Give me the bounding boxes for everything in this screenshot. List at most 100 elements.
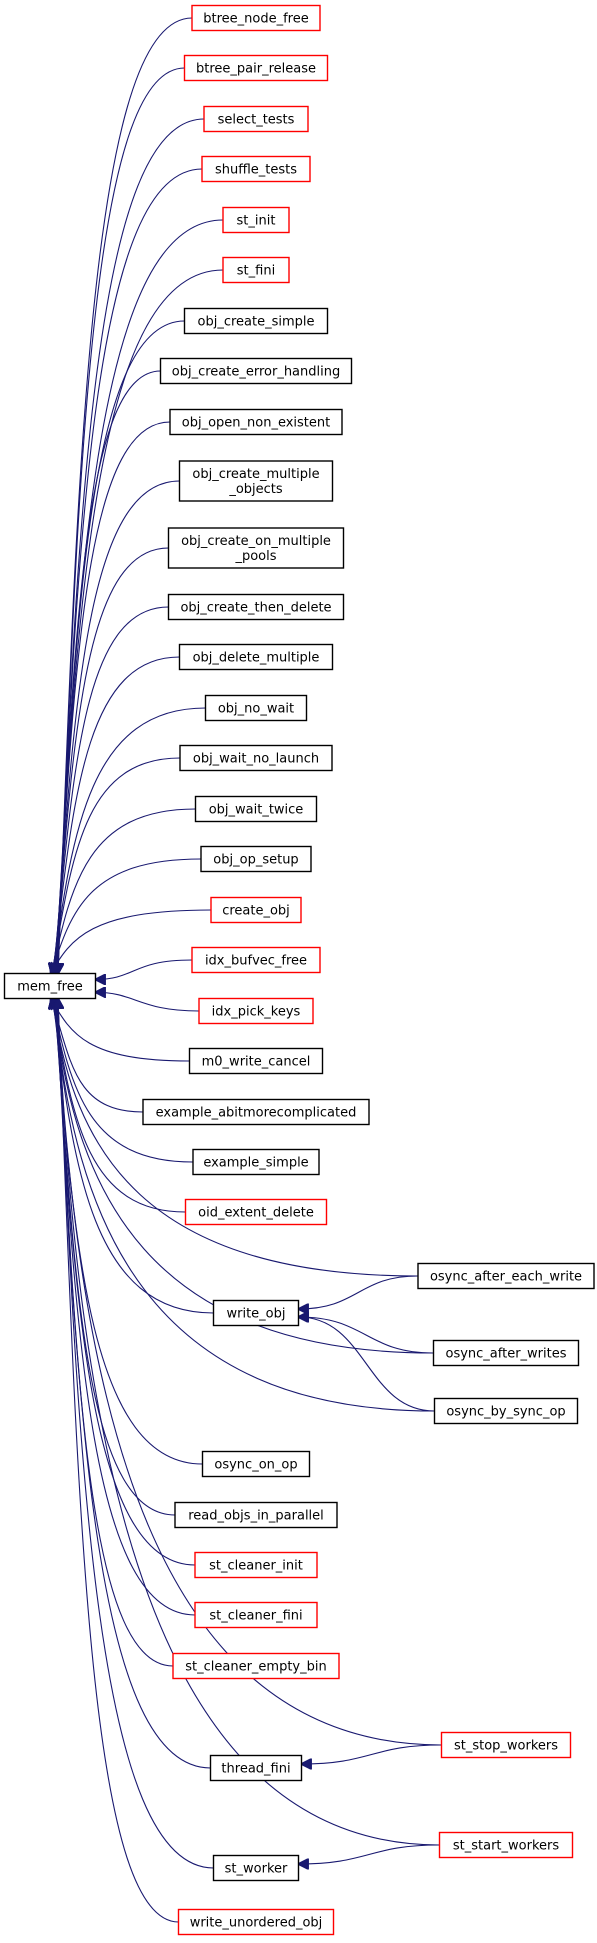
node-box-st_fini [222,256,290,284]
edge-idx_pick_keys-to-mem_free [96,992,200,1012]
node-box-obj_wait_twice [194,795,318,823]
node-st_start_workers[interactable]: st_start_workers [438,1831,574,1859]
node-label-obj_create_then_delete: obj_create_then_delete [180,601,331,616]
edge-btree_pair_release-to-mem_free [58,67,185,974]
node-box-btree_node_free [191,4,321,32]
node-box-obj_create_on_multiple_pools [167,527,345,569]
node-st_init[interactable]: st_init [222,206,290,234]
node-label-obj_create_on_multiple_pools: obj_create_on_multiple [181,534,331,549]
node-st_fini[interactable]: st_fini [222,256,290,284]
node-obj_op_setup[interactable]: obj_op_setup [200,845,312,873]
node-label-osync_by_sync_op: osync_by_sync_op [446,1405,565,1420]
node-label-st_cleaner_empty_bin: st_cleaner_empty_bin [185,1660,326,1675]
node-label-btree_pair_release: btree_pair_release [196,62,316,77]
edge-obj_no_wait-to-mem_free [52,707,206,974]
node-st_worker[interactable]: st_worker [212,1854,300,1882]
edge-create_obj-to-mem_free [51,909,212,974]
node-example_simple[interactable]: example_simple [192,1148,320,1176]
node-label-st_worker: st_worker [225,1862,288,1877]
node-label-obj_open_non_existent: obj_open_non_existent [182,416,330,431]
node-label-example_simple: example_simple [203,1156,308,1171]
node-mem_free[interactable]: mem_free [3,972,97,1000]
node-box-osync_after_writes [432,1339,580,1367]
node-btree_pair_release[interactable]: btree_pair_release [183,54,329,82]
edge-idx_bufvec_free-to-mem_free [96,959,193,980]
node-box-obj_create_multiple_objects [178,460,334,502]
node-box-obj_no_wait [204,694,308,722]
node-box-write_obj [212,1299,300,1327]
edge-obj_create_on_multiple_pools-to-mem_free [54,547,169,974]
node-label-select_tests: select_tests [218,113,295,128]
node-label-osync_on_op: osync_on_op [214,1458,297,1473]
node-label-obj_create_on_multiple_pools: _pools [234,549,276,564]
node-box-write_unordered_obj [177,1908,335,1936]
node-read_objs_in_parallel[interactable]: read_objs_in_parallel [174,1501,338,1529]
node-example_abitmorecomplicated[interactable]: example_abitmorecomplicated [142,1098,370,1126]
node-osync_on_op[interactable]: osync_on_op [201,1450,311,1478]
node-st_stop_workers[interactable]: st_stop_workers [440,1731,572,1759]
node-obj_wait_twice[interactable]: obj_wait_twice [194,795,318,823]
node-obj_create_error_handling[interactable]: obj_create_error_handling [159,357,353,385]
node-label-mem_free: mem_free [17,980,82,995]
node-obj_create_on_multiple_pools[interactable]: obj_create_on_multiple_pools [167,527,345,569]
node-box-idx_pick_keys [198,997,314,1025]
edge-osync_after_writes-to-write_obj [299,1317,434,1354]
node-osync_after_writes[interactable]: osync_after_writes [432,1339,580,1367]
node-box-obj_wait_no_launch [179,744,333,772]
node-st_cleaner_init[interactable]: st_cleaner_init [194,1551,318,1579]
node-select_tests[interactable]: select_tests [203,105,309,133]
node-box-select_tests [203,105,309,133]
node-obj_create_simple[interactable]: obj_create_simple [183,307,329,335]
node-st_cleaner_fini[interactable]: st_cleaner_fini [194,1601,318,1629]
node-box-btree_pair_release [183,54,329,82]
node-box-example_abitmorecomplicated [142,1098,370,1126]
node-write_obj[interactable]: write_obj [212,1299,300,1327]
edges [51,17,442,1923]
node-shuffle_tests[interactable]: shuffle_tests [201,155,311,183]
node-write_unordered_obj[interactable]: write_unordered_obj [177,1908,335,1936]
node-obj_create_multiple_objects[interactable]: obj_create_multiple_objects [178,460,334,502]
node-obj_no_wait[interactable]: obj_no_wait [204,694,308,722]
node-box-st_init [222,206,290,234]
node-st_cleaner_empty_bin[interactable]: st_cleaner_empty_bin [172,1652,340,1680]
node-label-shuffle_tests: shuffle_tests [215,163,297,178]
node-btree_node_free[interactable]: btree_node_free [191,4,321,32]
node-label-write_obj: write_obj [226,1307,285,1322]
node-box-obj_delete_multiple [178,643,334,671]
node-label-obj_no_wait: obj_no_wait [218,702,294,717]
node-idx_bufvec_free[interactable]: idx_bufvec_free [191,946,321,974]
edge-st_stop_workers-to-thread_fini [302,1744,442,1764]
edge-write_obj-to-mem_free [53,999,214,1314]
node-osync_by_sync_op[interactable]: osync_by_sync_op [433,1397,579,1425]
node-thread_fini[interactable]: thread_fini [209,1754,303,1782]
node-obj_wait_no_launch[interactable]: obj_wait_no_launch [179,744,333,772]
edge-osync_by_sync_op-to-mem_free [54,999,435,1412]
node-m0_write_cancel[interactable]: m0_write_cancel [188,1047,324,1075]
node-obj_create_then_delete[interactable]: obj_create_then_delete [167,593,345,621]
edge-obj_create_error_handling-to-mem_free [55,370,161,974]
node-create_obj[interactable]: create_obj [210,896,302,924]
node-osync_after_each_write[interactable]: osync_after_each_write [417,1262,595,1290]
node-obj_open_non_existent[interactable]: obj_open_non_existent [169,408,343,436]
node-label-m0_write_cancel: m0_write_cancel [202,1055,311,1070]
node-label-idx_pick_keys: idx_pick_keys [212,1005,301,1020]
edge-obj_open_non_existent-to-mem_free [55,421,171,974]
edge-st_cleaner_init-to-mem_free [55,999,196,1566]
node-box-st_cleaner_empty_bin [172,1652,340,1680]
edge-osync_after_writes-to-mem_free [53,999,434,1354]
node-box-idx_bufvec_free [191,946,321,974]
edge-st_start_workers-to-mem_free [58,999,440,1846]
edge-obj_op_setup-to-mem_free [51,858,202,974]
node-idx_pick_keys[interactable]: idx_pick_keys [198,997,314,1025]
node-oid_extent_delete[interactable]: oid_extent_delete [184,1198,328,1226]
edge-st_start_workers-to-st_worker [299,1844,440,1864]
node-label-idx_bufvec_free: idx_bufvec_free [205,954,307,969]
node-box-st_cleaner_init [194,1551,318,1579]
edge-obj_create_multiple_objects-to-mem_free [54,480,180,974]
node-box-osync_by_sync_op [433,1397,579,1425]
node-box-st_worker [212,1854,300,1882]
node-obj_delete_multiple[interactable]: obj_delete_multiple [178,643,334,671]
node-label-read_objs_in_parallel: read_objs_in_parallel [188,1509,324,1524]
node-label-osync_after_each_write: osync_after_each_write [430,1270,582,1285]
